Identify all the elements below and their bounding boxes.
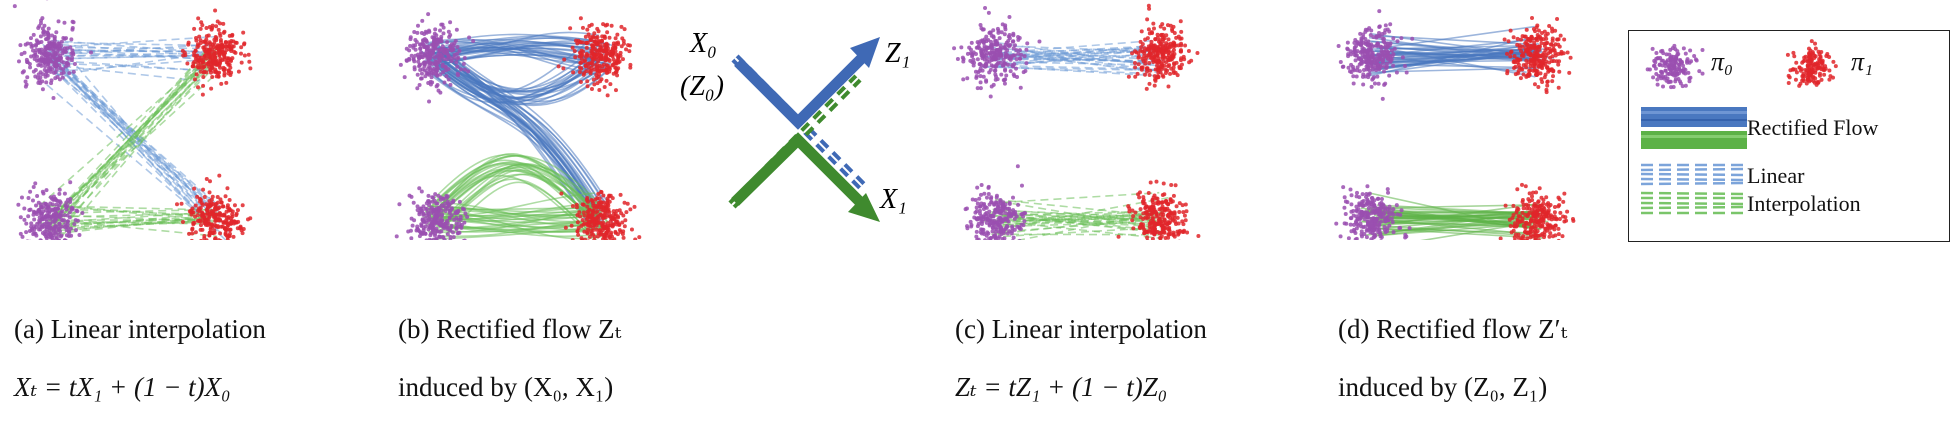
caption-b-subtitle: induced by (X₀, X₁)	[398, 372, 614, 402]
caption-d-subtitle: induced by (Z₀, Z₁)	[1338, 372, 1548, 402]
x1-solid-path	[731, 132, 872, 214]
label-x1: X₁	[879, 184, 907, 215]
panel-b-clouds	[394, 12, 642, 240]
panel-c-linear-interpolation	[952, 3, 1201, 240]
legend-box: π₀ π₁ Rectified Flow Linear Interpolatio…	[1628, 30, 1950, 242]
label-z1: Z₁	[885, 38, 910, 69]
panel-b-rectified-flow	[394, 12, 642, 240]
legend-linear-label: Linear	[1747, 163, 1805, 188]
panel-a-linear-interpolation	[12, 0, 253, 240]
label-x0: X₀	[689, 28, 717, 59]
legend-rectified-flow-label: Rectified Flow	[1747, 115, 1879, 140]
pi0-scatter-icon	[1645, 43, 1705, 90]
z1-solid-path	[734, 46, 874, 130]
x1-arrowhead-icon	[848, 193, 880, 222]
caption-c-equation: Zₜ = tZ₁ + (1 − t)Z₀	[955, 372, 1168, 402]
panel-d-clouds	[1334, 9, 1576, 240]
rectified-flow-swatch-icon	[1641, 107, 1747, 149]
pi1-scatter-icon	[1785, 39, 1838, 88]
panel-c-clouds	[952, 3, 1201, 240]
caption-b-title: (b) Rectified flow Zₜ	[398, 314, 622, 344]
linear-interpolation-swatch-icon	[1641, 163, 1747, 215]
panel-a-lines	[36, 35, 231, 240]
caption-c-title: (c) Linear interpolation	[955, 314, 1207, 344]
legend-interpolation-label: Interpolation	[1747, 191, 1861, 216]
label-z0: (Z₀)	[680, 71, 724, 102]
z1-arrowhead-icon	[850, 37, 880, 68]
caption-d-title: (d) Rectified flow Z′ₜ	[1338, 314, 1568, 344]
legend-pi1-label: π₁	[1851, 47, 1874, 76]
panel-d-rectified-flow	[1334, 9, 1576, 240]
caption-a-equation: Xₜ = tX₁ + (1 − t)X₀	[14, 372, 231, 402]
panel-a-clouds	[12, 0, 253, 240]
legend-pi0-label: π₀	[1711, 47, 1734, 76]
crossing-arrows-diagram: X₀ (Z₀) Z₁ X₁	[680, 28, 910, 222]
caption-a-title: (a) Linear interpolation	[14, 314, 266, 344]
